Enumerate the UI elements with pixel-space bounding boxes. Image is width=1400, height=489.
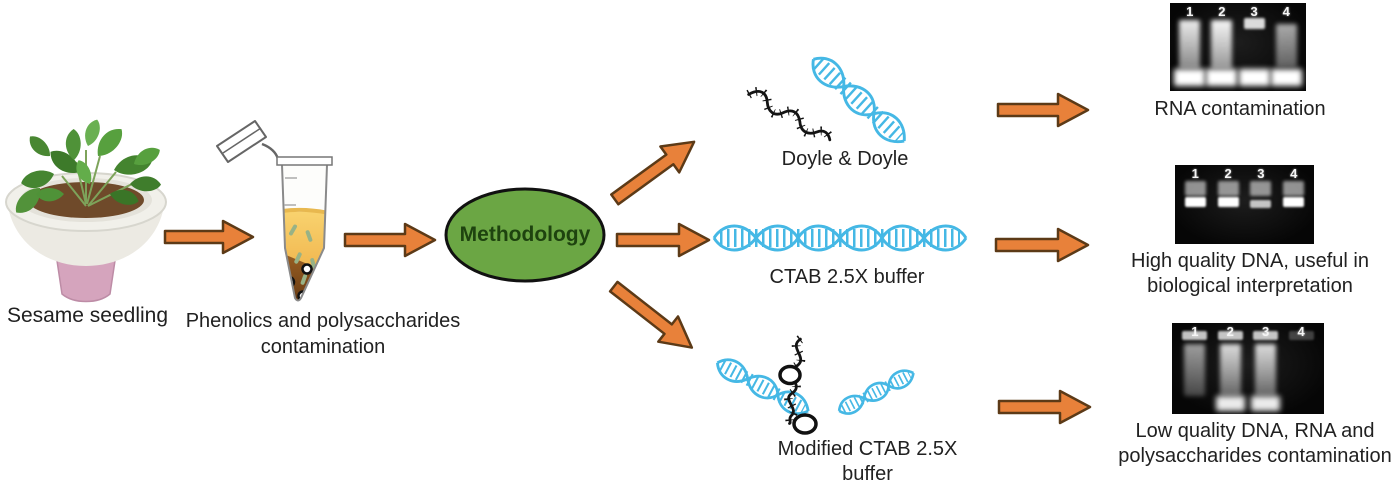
gel-lane-number: 3 xyxy=(1262,324,1270,339)
flow-arrow-icon xyxy=(608,280,694,349)
method-caption-ctab: CTAB 2.5X buffer xyxy=(752,265,942,290)
gel-lane-number: 2 xyxy=(1218,4,1226,19)
result-caption-low-line1: Low quality DNA, RNA and xyxy=(1135,420,1375,442)
gel-lane: 4 xyxy=(1270,3,1302,91)
methodology-label: Methodology xyxy=(459,223,591,246)
microcentrifuge-tube-icon xyxy=(216,120,333,302)
result-caption-high-quality: High quality DNA, useful in biological i… xyxy=(1110,249,1390,299)
gel-lane: 1 xyxy=(1183,165,1208,244)
result-caption-rna-text: RNA contamination xyxy=(1154,98,1326,120)
gel-image-high-quality-dna: 1 2 3 4 xyxy=(1175,165,1314,244)
seedling-caption: Sesame seedling xyxy=(0,303,175,328)
gel-lane-number: 1 xyxy=(1191,166,1199,181)
flow-arrow-icon xyxy=(610,140,696,206)
tube-caption: Phenolics and polysaccharides contaminat… xyxy=(178,308,468,360)
flow-arrow-icon xyxy=(997,389,1092,425)
gel-image-low-quality-dna: 1 2 3 4 xyxy=(1172,323,1324,414)
gel-image-rna-contamination: 1 2 3 4 xyxy=(1170,3,1306,91)
gel-lane-number: 3 xyxy=(1250,4,1258,19)
gel-lane: 4 xyxy=(1281,165,1306,244)
polysaccharide-circle-icon xyxy=(778,364,818,435)
method-caption-modified: Modified CTAB 2.5X buffer xyxy=(760,437,975,487)
long-dna-helix-icon xyxy=(712,224,968,252)
result-caption-high-line1: High quality DNA, useful in xyxy=(1131,250,1369,272)
gel-lane: 1 xyxy=(1182,323,1208,414)
gel-lane-number: 2 xyxy=(1224,166,1232,181)
result-caption-low-quality: Low quality DNA, RNA and polysaccharides… xyxy=(1105,419,1400,469)
gel-lane: 2 xyxy=(1206,3,1238,91)
seedling-photo xyxy=(5,117,167,303)
method-caption-doyle-text: Doyle & Doyle xyxy=(781,148,909,170)
method-caption-doyle: Doyle & Doyle xyxy=(755,147,935,172)
gel-lane-number: 2 xyxy=(1226,324,1234,339)
gel-lane: 1 xyxy=(1174,3,1206,91)
flow-arrow-icon xyxy=(615,222,711,258)
flow-arrow-icon xyxy=(996,92,1090,128)
rna-squiggle-icon xyxy=(746,87,835,142)
gel-lane: 3 xyxy=(1238,3,1270,91)
gel-lane-number: 3 xyxy=(1257,166,1265,181)
gel-lane: 3 xyxy=(1248,165,1273,244)
flow-arrow-icon xyxy=(994,227,1090,263)
seedling-caption-text: Sesame seedling xyxy=(6,304,169,327)
dna-helix-icon xyxy=(837,369,915,415)
dna-helix-icon xyxy=(811,56,906,144)
method-caption-modified-line2: buffer xyxy=(842,463,893,485)
gel-lane: 2 xyxy=(1215,323,1245,414)
flow-arrow-icon xyxy=(343,222,437,258)
gel-lane: 2 xyxy=(1216,165,1241,244)
gel-lane-number: 4 xyxy=(1290,166,1298,181)
gel-lane-number: 1 xyxy=(1186,4,1194,19)
dna-helix-icon xyxy=(716,358,810,415)
rna-squiggle-icon xyxy=(784,335,806,428)
gel-lane-number: 1 xyxy=(1191,324,1199,339)
gel-lane: 3 xyxy=(1251,323,1281,414)
flow-arrow-icon xyxy=(163,219,255,255)
methodology-node xyxy=(444,187,606,283)
gel-lane-number: 4 xyxy=(1297,324,1305,339)
result-caption-low-line2: polysaccharides contamination xyxy=(1118,445,1392,467)
gel-lane-number: 4 xyxy=(1282,4,1290,19)
gel-lane: 4 xyxy=(1288,323,1314,414)
result-caption-high-line2: biological interpretation xyxy=(1147,275,1353,297)
method-caption-ctab-text: CTAB 2.5X buffer xyxy=(769,266,925,288)
method-caption-modified-line1: Modified CTAB 2.5X xyxy=(777,438,958,460)
tube-caption-line1: Phenolics and polysaccharides xyxy=(185,310,461,332)
result-caption-rna: RNA contamination xyxy=(1120,97,1360,122)
tube-caption-line2: contamination xyxy=(260,336,386,358)
